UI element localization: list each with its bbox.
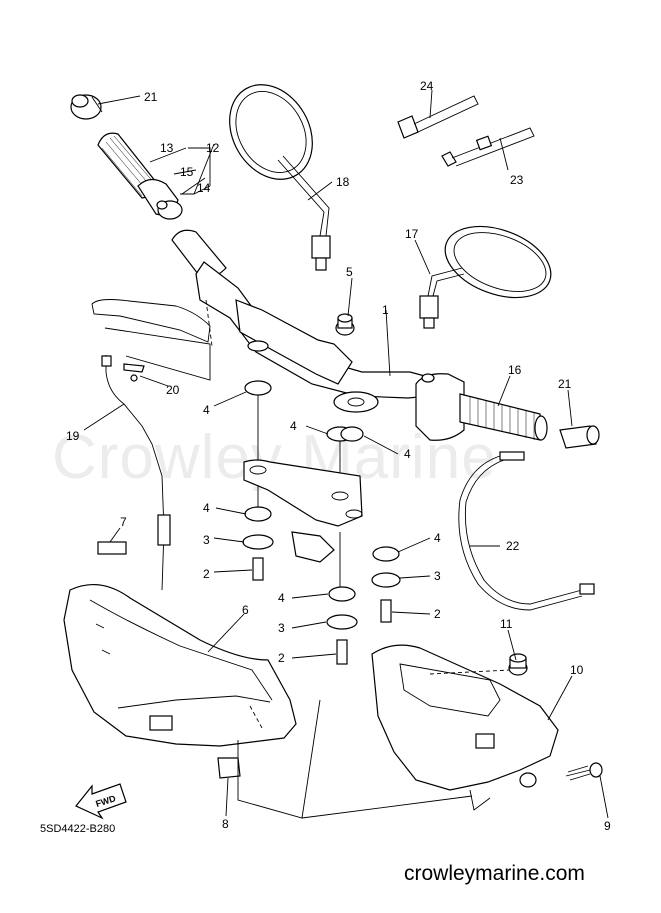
leader-lines — [83, 89, 609, 819]
callout-15: 15 — [180, 165, 194, 179]
callout-3c: 3 — [278, 621, 285, 635]
clip-nut-8 — [217, 757, 241, 779]
callout-8: 8 — [222, 817, 229, 831]
cable-ties — [397, 95, 535, 167]
callout-9: 9 — [604, 819, 611, 833]
screw-9 — [565, 762, 603, 781]
callout-4f: 4 — [278, 591, 285, 605]
right-mirror — [419, 225, 552, 329]
callout-2a: 2 — [203, 567, 210, 581]
callout-3b: 3 — [434, 569, 441, 583]
handlebar — [171, 229, 433, 413]
callout-2b: 2 — [434, 607, 441, 621]
callout-7: 7 — [120, 515, 127, 529]
callout-17: 17 — [405, 227, 419, 241]
drawing-code: 5SD4422-B280 — [40, 823, 115, 835]
fwd-arrow-icon: FWD — [75, 783, 127, 820]
callout-11: 11 — [500, 617, 513, 631]
callout-6: 6 — [242, 603, 249, 617]
callout-21-left: 21 — [144, 90, 158, 104]
grommet-5 — [335, 313, 355, 336]
grip-end-left — [70, 94, 103, 120]
callout-5: 5 — [346, 265, 353, 279]
callout-23: 23 — [510, 173, 524, 187]
right-grip — [415, 373, 548, 441]
callout-24: 24 — [420, 79, 434, 93]
callout-14: 14 — [197, 181, 211, 195]
left-grip — [97, 132, 183, 220]
grip-end-right — [559, 425, 600, 449]
left-mirror — [229, 84, 331, 271]
callout-13: 13 — [160, 141, 174, 155]
callout-4d: 4 — [203, 501, 210, 515]
callout-19: 19 — [66, 429, 80, 443]
callout-4c: 4 — [404, 447, 411, 461]
callout-bracket-12 — [180, 143, 215, 195]
callout-4b: 4 — [290, 419, 297, 433]
clip-20 — [123, 363, 145, 382]
callout-22: 22 — [506, 539, 520, 553]
bracket-cover-6 — [237, 699, 321, 819]
front-cover — [63, 584, 297, 747]
callout-21-right: 21 — [558, 377, 572, 391]
callout-20: 20 — [166, 383, 180, 397]
brake-lever — [91, 299, 213, 591]
callout-10: 10 — [570, 663, 584, 677]
callout-1: 1 — [382, 303, 389, 317]
callout-2c: 2 — [278, 651, 285, 665]
callout-3a: 3 — [203, 533, 210, 547]
callout-18: 18 — [336, 175, 350, 189]
callout-4e: 4 — [434, 531, 441, 545]
callout-16: 16 — [508, 363, 522, 377]
bracket-cover-10 — [301, 795, 473, 819]
grommet-11 — [508, 653, 528, 676]
footer-url[interactable]: crowleymarine.com — [404, 862, 585, 885]
mount-stack — [242, 380, 401, 665]
pad-7 — [97, 541, 127, 555]
rear-cover — [371, 644, 559, 811]
cable-22 — [458, 451, 595, 611]
callout-12: 12 — [206, 141, 220, 155]
callout-4a: 4 — [203, 403, 210, 417]
